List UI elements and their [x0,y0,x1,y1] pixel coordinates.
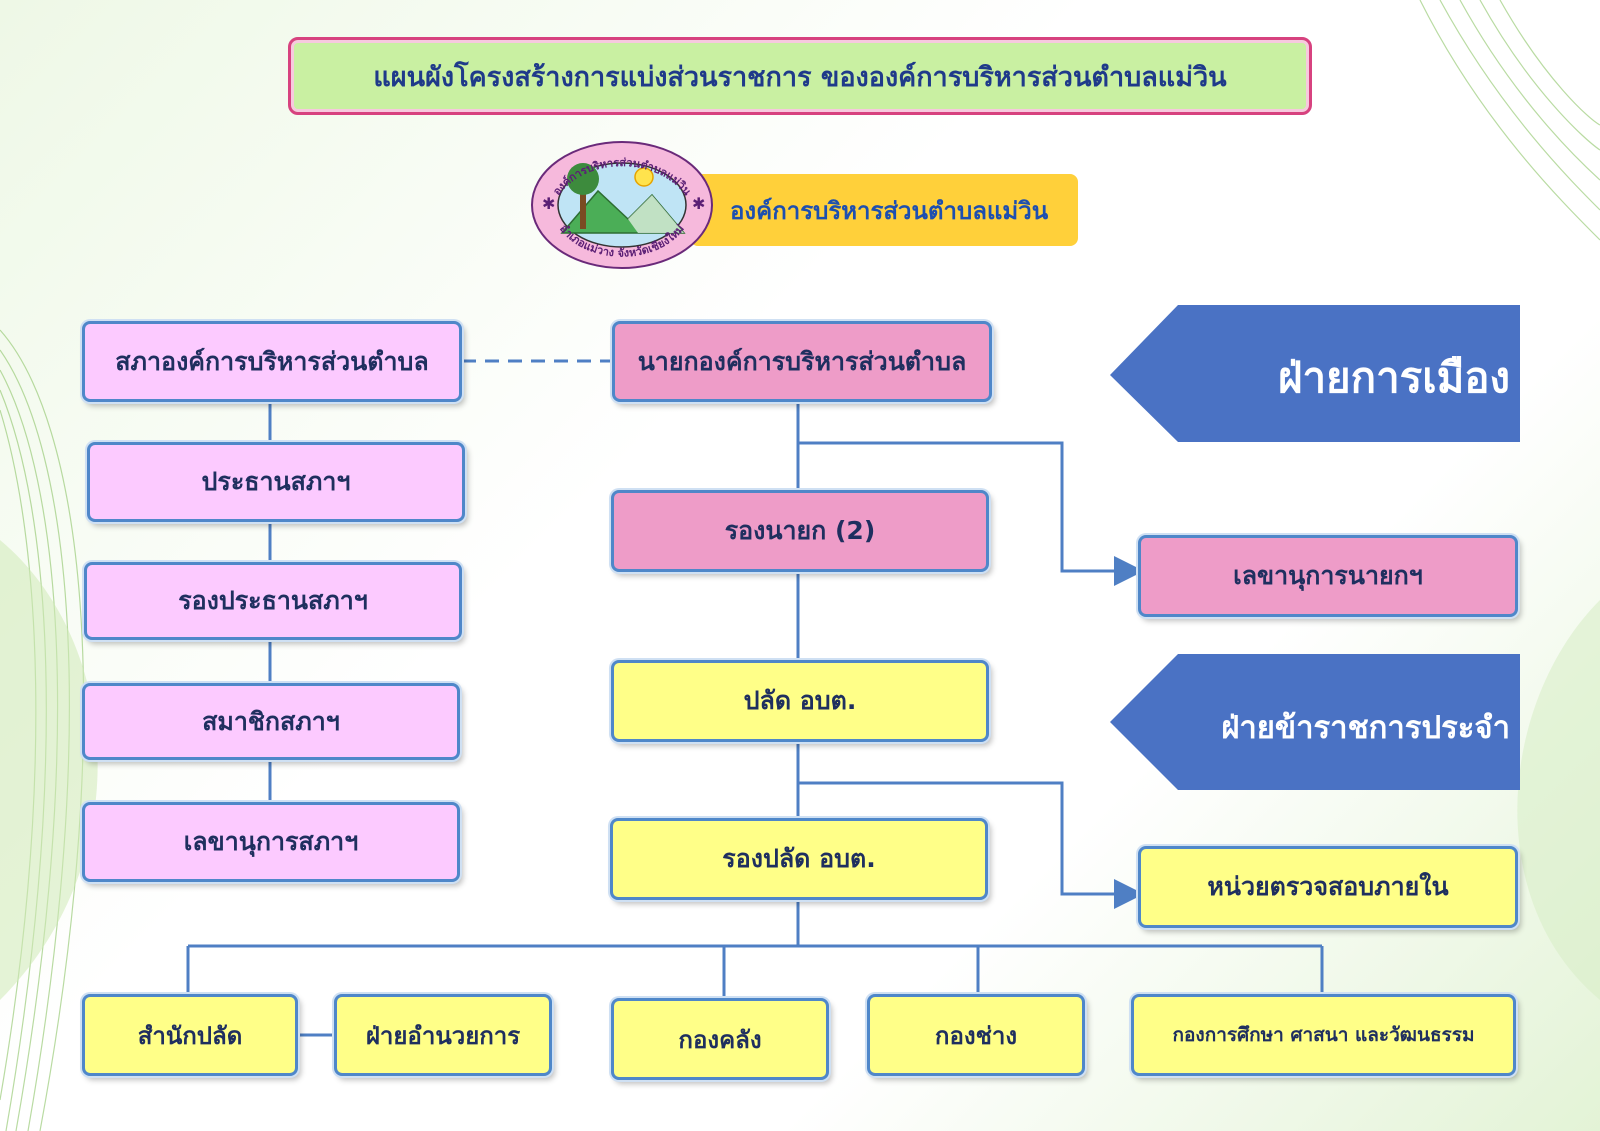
office-of-chief-label: สำนักปลัด [137,1021,243,1050]
council-vice-chair-box: รองประธานสภาฯ [84,562,462,640]
council-members-label: สมาชิกสภาฯ [202,706,340,736]
chart-title: แผนผังโครงสร้างการแบ่งส่วนราชการ ขององค์… [288,37,1312,115]
council-chair-label: ประธานสภาฯ [201,467,351,496]
deputy-chief-admin-box: รองปลัด อบต. [610,818,988,900]
admin-section-box: ฝ่ายอำนวยการ [334,994,552,1076]
mayor-box: นายกองค์การบริหารส่วนตำบล [612,321,992,402]
deputy-mayor-label: รองนายก (2) [724,516,876,545]
admin-section-label: ฝ่ายอำนวยการ [365,1021,521,1050]
council-vice-chair-label: รองประธานสภาฯ [178,586,368,615]
council-members-box: สมาชิกสภาฯ [82,683,460,760]
council-secretary-label: เลขานุการสภาฯ [183,827,359,856]
organization-name-label: องค์การบริหารส่วนตำบลแม่วิน [690,174,1078,246]
mayor-secretary-label: เลขานุการนายกฯ [1233,561,1423,590]
council-secretary-box: เลขานุการสภาฯ [82,802,460,882]
office-of-chief-box: สำนักปลัด [82,994,298,1076]
civil-service-banner-label: ฝ่ายข้าราชการประจำ [1221,710,1510,746]
logo-star-right-icon: ✱ [692,194,705,213]
deputy-mayor-box: รองนายก (2) [611,490,989,572]
internal-audit-box: หน่วยตรวจสอบภายใน [1138,846,1518,928]
logo-star-left-icon: ✱ [542,194,555,213]
education-division-box: กองการศึกษา ศาสนา และวัฒนธรรม [1131,994,1516,1076]
mayor-label: นายกองค์การบริหารส่วนตำบล [637,346,967,376]
council-label: สภาองค์การบริหารส่วนตำบล [115,346,429,376]
finance-division-box: กองคลัง [611,998,829,1080]
engineering-division-label: กองช่าง [934,1021,1018,1050]
chief-admin-box: ปลัด อบต. [611,660,989,742]
internal-audit-label: หน่วยตรวจสอบภายใน [1207,872,1449,901]
chief-admin-label: ปลัด อบต. [743,686,857,715]
civil-service-banner-shape [1110,654,1520,790]
finance-division-label: กองคลัง [678,1025,762,1054]
mayor-secretary-box: เลขานุการนายกฯ [1138,535,1518,617]
engineering-division-box: กองช่าง [867,994,1085,1076]
deputy-chief-admin-label: รองปลัด อบต. [722,844,876,873]
education-division-label: กองการศึกษา ศาสนา และวัฒนธรรม [1172,1024,1475,1046]
organization-logo-seal: องค์การบริหารส่วนตำบลแม่วิน อำเภอแม่วาง … [531,141,713,269]
organization-name-text: องค์การบริหารส่วนตำบลแม่วิน [730,196,1049,225]
council-box: สภาองค์การบริหารส่วนตำบล [82,321,462,402]
political-banner-label: ฝ่ายการเมือง [1277,353,1510,402]
political-banner-shape [1110,305,1520,442]
council-chair-box: ประธานสภาฯ [87,442,465,522]
